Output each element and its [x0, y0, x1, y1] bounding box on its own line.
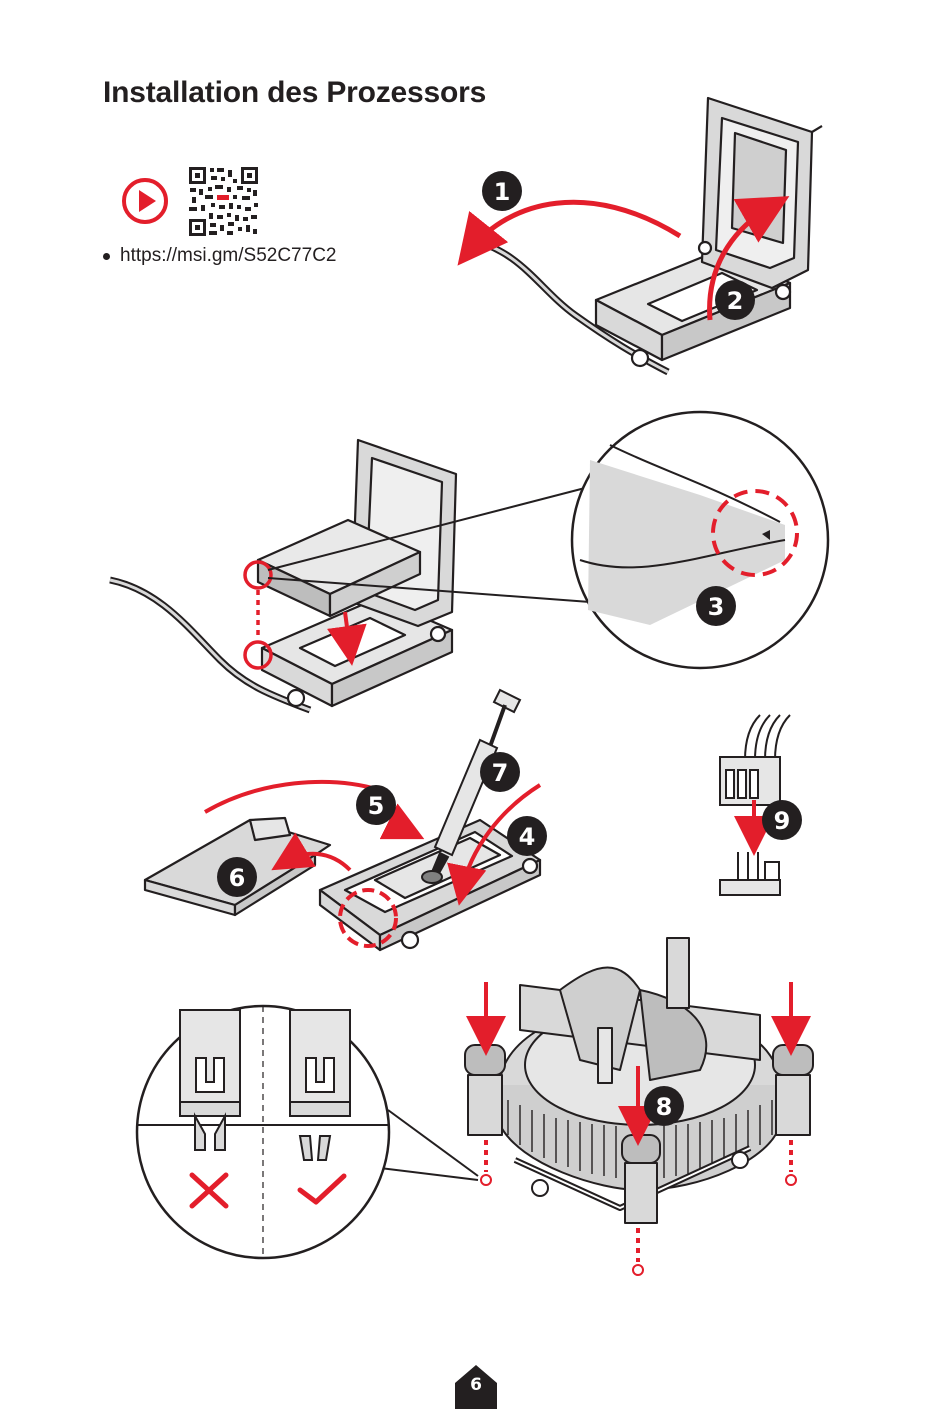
step-badge-9: 9	[762, 800, 802, 840]
arrow-step-1	[457, 199, 682, 266]
step-badge-4: 4	[507, 816, 547, 856]
step-badge-5: 5	[356, 785, 396, 825]
svg-text:6: 6	[229, 864, 246, 892]
triangle-marker-circle	[711, 489, 799, 577]
load-plate-figure	[318, 818, 542, 952]
step-badge-8: 8	[644, 1086, 684, 1126]
wrong-cross-icon	[189, 1172, 229, 1209]
correct-check-icon	[297, 1173, 347, 1205]
step-badge-2: 2	[715, 280, 755, 320]
svg-text:9: 9	[774, 807, 791, 835]
page-number-badge: 6	[455, 1365, 497, 1409]
arrow-step-2	[707, 196, 790, 321]
svg-text:4: 4	[519, 823, 536, 851]
video-link[interactable]: https://msi.gm/S52C77C2	[120, 245, 337, 266]
svg-text:1: 1	[494, 178, 511, 206]
svg-text:3: 3	[708, 593, 725, 621]
socket-open-figure	[469, 96, 823, 376]
video-link-row: https://msi.gm/S52C77C2	[103, 245, 336, 267]
step-badge-6: 6	[217, 857, 257, 897]
step-badge-3: 3	[696, 586, 736, 626]
zoom-callout	[267, 410, 830, 670]
arrow-step-5a	[203, 779, 381, 814]
push-pin-zoom	[135, 1004, 479, 1260]
page-number: 6	[470, 1375, 482, 1395]
play-video-icon[interactable]	[121, 177, 169, 225]
arrow-step-5b	[379, 803, 425, 840]
arrow-step-6	[271, 832, 352, 872]
cpu-alignment-markers	[243, 560, 273, 670]
fan-connector-figure	[719, 714, 791, 896]
step-badge-1: 1	[482, 171, 522, 211]
cooler-pin-arrows	[466, 982, 811, 1276]
svg-text:7: 7	[492, 759, 509, 787]
svg-text:8: 8	[656, 1093, 673, 1121]
svg-text:2: 2	[727, 287, 744, 315]
page-badge-shape	[455, 1365, 497, 1409]
svg-text:5: 5	[368, 792, 385, 820]
page-title: Installation des Prozessors	[103, 76, 487, 109]
load-plate-notch-marker	[338, 888, 398, 948]
cpu-insert-figure	[109, 438, 458, 714]
bullet-icon	[103, 252, 110, 260]
step-badge-7: 7	[480, 752, 520, 792]
qr-code-icon	[187, 165, 260, 238]
arrow-cpu-down	[327, 611, 367, 666]
arrow-step-4	[447, 783, 542, 906]
